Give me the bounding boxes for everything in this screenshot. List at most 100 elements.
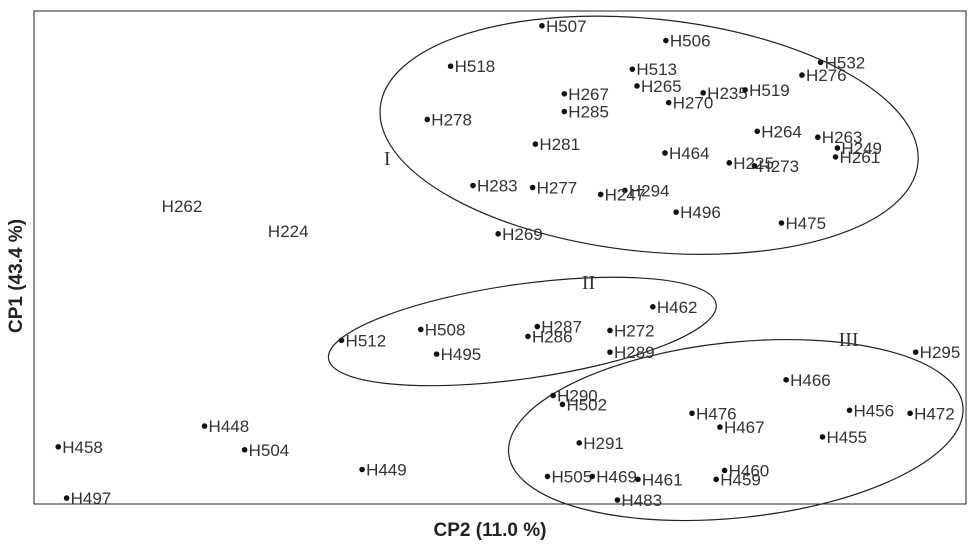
point-marker-h458: [55, 444, 62, 450]
point-label-h224: H224: [268, 222, 309, 241]
point-marker-h519: [742, 87, 748, 93]
point-marker-h294: [622, 187, 628, 194]
point-marker-h505: [544, 473, 551, 480]
point-marker-h449: [359, 466, 365, 473]
point-label-h262: H262: [162, 197, 203, 216]
point-label-h455: H455: [826, 428, 867, 447]
point-label-h532: H532: [825, 53, 866, 72]
point-marker-h455: [819, 434, 826, 440]
point-label-h460: H460: [729, 461, 770, 480]
point-marker-h295: [912, 349, 919, 355]
point-marker-h269: [495, 231, 501, 237]
point-marker-h290: [550, 392, 556, 399]
point-marker-h512: [338, 337, 345, 344]
point-label-h277: H277: [537, 178, 578, 197]
point-label-h456: H456: [854, 401, 895, 420]
point-marker-h469: [589, 473, 596, 480]
point-marker-h502: [559, 401, 566, 408]
point-label-h506: H506: [670, 32, 711, 51]
point-marker-h249: [834, 145, 841, 151]
point-marker-h264: [754, 128, 761, 135]
y-axis-label: CP1 (43.4 %): [6, 219, 27, 333]
point-label-h263: H263: [822, 128, 863, 147]
point-marker-h261: [832, 154, 839, 160]
point-label-h272: H272: [614, 321, 655, 340]
point-label-h472: H472: [914, 404, 955, 423]
point-marker-h267: [561, 91, 568, 97]
group-ellipse-ii: [327, 276, 717, 387]
point-marker-h235: [700, 90, 706, 96]
point-marker-h506: [663, 37, 669, 44]
group-label-i: I: [384, 148, 391, 170]
point-label-h264: H264: [761, 122, 802, 141]
point-marker-h448: [201, 423, 208, 429]
point-label-h467: H467: [724, 418, 765, 437]
point-marker-h472: [907, 410, 913, 417]
point-label-h278: H278: [431, 110, 472, 129]
point-label-h269: H269: [502, 225, 543, 244]
point-label-h261: H261: [840, 148, 881, 167]
point-label-h475: H475: [785, 214, 826, 233]
point-label-h469: H469: [596, 467, 637, 486]
point-label-h281: H281: [539, 135, 580, 154]
point-marker-h504: [241, 446, 248, 453]
point-label-h285: H285: [568, 103, 609, 122]
point-label-h504: H504: [249, 441, 290, 460]
point-marker-h496: [673, 209, 679, 215]
point-label-h283: H283: [477, 177, 518, 196]
point-label-h449: H449: [366, 460, 407, 479]
point-label-h519: H519: [749, 81, 790, 100]
point-marker-h281: [532, 141, 539, 147]
point-marker-h475: [778, 220, 785, 226]
point-label-h507: H507: [546, 17, 587, 36]
point-label-h513: H513: [636, 60, 677, 79]
point-marker-h272: [607, 327, 613, 334]
point-marker-h270: [665, 99, 672, 106]
point-marker-h287: [534, 323, 541, 330]
point-marker-h291: [576, 440, 583, 446]
point-marker-h476: [689, 410, 695, 417]
point-label-h464: H464: [669, 144, 710, 163]
point-label-h265: H265: [641, 77, 682, 96]
point-label-h505: H505: [552, 467, 593, 486]
point-marker-h508: [417, 326, 424, 333]
point-marker-h247: [597, 191, 604, 198]
point-label-h497: H497: [71, 489, 112, 508]
point-label-h466: H466: [790, 371, 831, 390]
point-label-h295: H295: [920, 343, 961, 362]
point-marker-h461: [635, 476, 641, 483]
point-marker-h277: [529, 184, 536, 191]
point-marker-h518: [447, 63, 454, 70]
point-marker-h462: [650, 304, 656, 310]
point-label-h294: H294: [629, 181, 670, 200]
point-label-h508: H508: [425, 320, 466, 339]
point-label-h512: H512: [346, 331, 387, 350]
point-marker-h507: [539, 22, 545, 29]
point-label-h247: H247: [605, 185, 646, 204]
point-label-h476: H476: [696, 404, 737, 423]
point-marker-h459: [713, 476, 720, 483]
point-label-h462: H462: [657, 298, 698, 317]
point-marker-h456: [846, 407, 853, 414]
point-label-h518: H518: [455, 57, 496, 76]
plot-frame: [33, 10, 967, 505]
point-label-h235: H235: [707, 84, 748, 103]
point-label-h502: H502: [566, 395, 607, 414]
point-marker-h495: [433, 351, 440, 357]
point-label-h483: H483: [621, 491, 662, 510]
group-ellipses: [327, 15, 964, 522]
point-label-h267: H267: [568, 85, 609, 104]
point-marker-h273: [751, 163, 758, 169]
point-label-h495: H495: [441, 345, 482, 364]
point-marker-h464: [662, 150, 668, 156]
point-label-h290: H290: [557, 387, 598, 406]
point-label-h249: H249: [841, 139, 882, 158]
point-marker-h483: [614, 497, 621, 503]
group-ellipse-iii: [507, 338, 964, 522]
point-label-h461: H461: [642, 470, 683, 489]
point-label-h276: H276: [806, 66, 847, 85]
point-marker-h283: [470, 182, 476, 189]
point-label-h287: H287: [541, 318, 582, 337]
point-marker-h497: [63, 495, 70, 501]
